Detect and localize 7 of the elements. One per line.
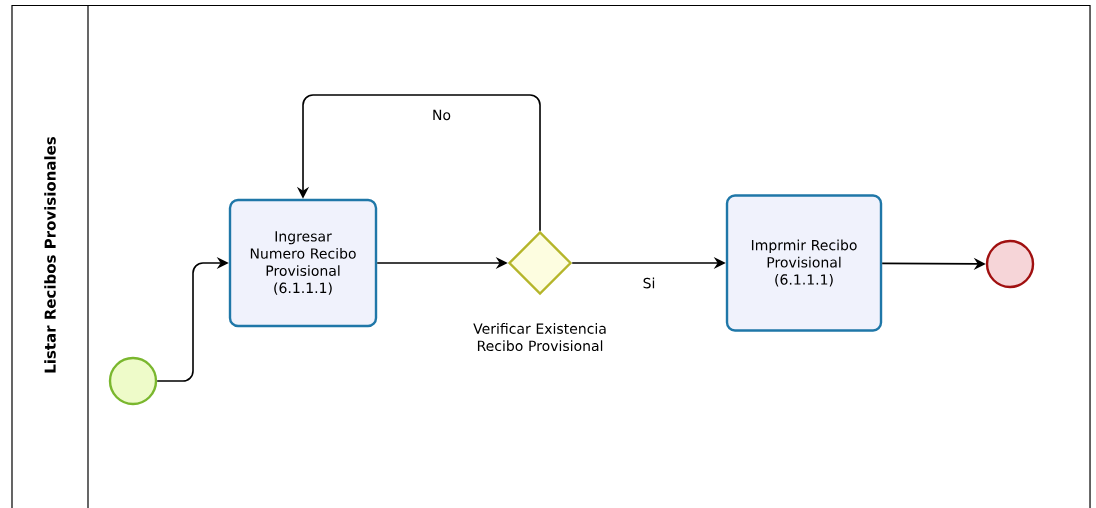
edge-label: No: [430, 107, 454, 123]
start-event-circle: [108, 356, 158, 406]
edge-label: Si: [640, 275, 658, 291]
task-box: Ingresar Numero Recibo Provisional (6.1.1.1): [228, 198, 378, 328]
end-event-circle: [985, 239, 1035, 289]
gateway-label: Verificar Existencia Recibo Provisional: [473, 323, 606, 352]
task-box: Imprmir Recibo Provisional (6.1.1.1): [725, 194, 883, 332]
